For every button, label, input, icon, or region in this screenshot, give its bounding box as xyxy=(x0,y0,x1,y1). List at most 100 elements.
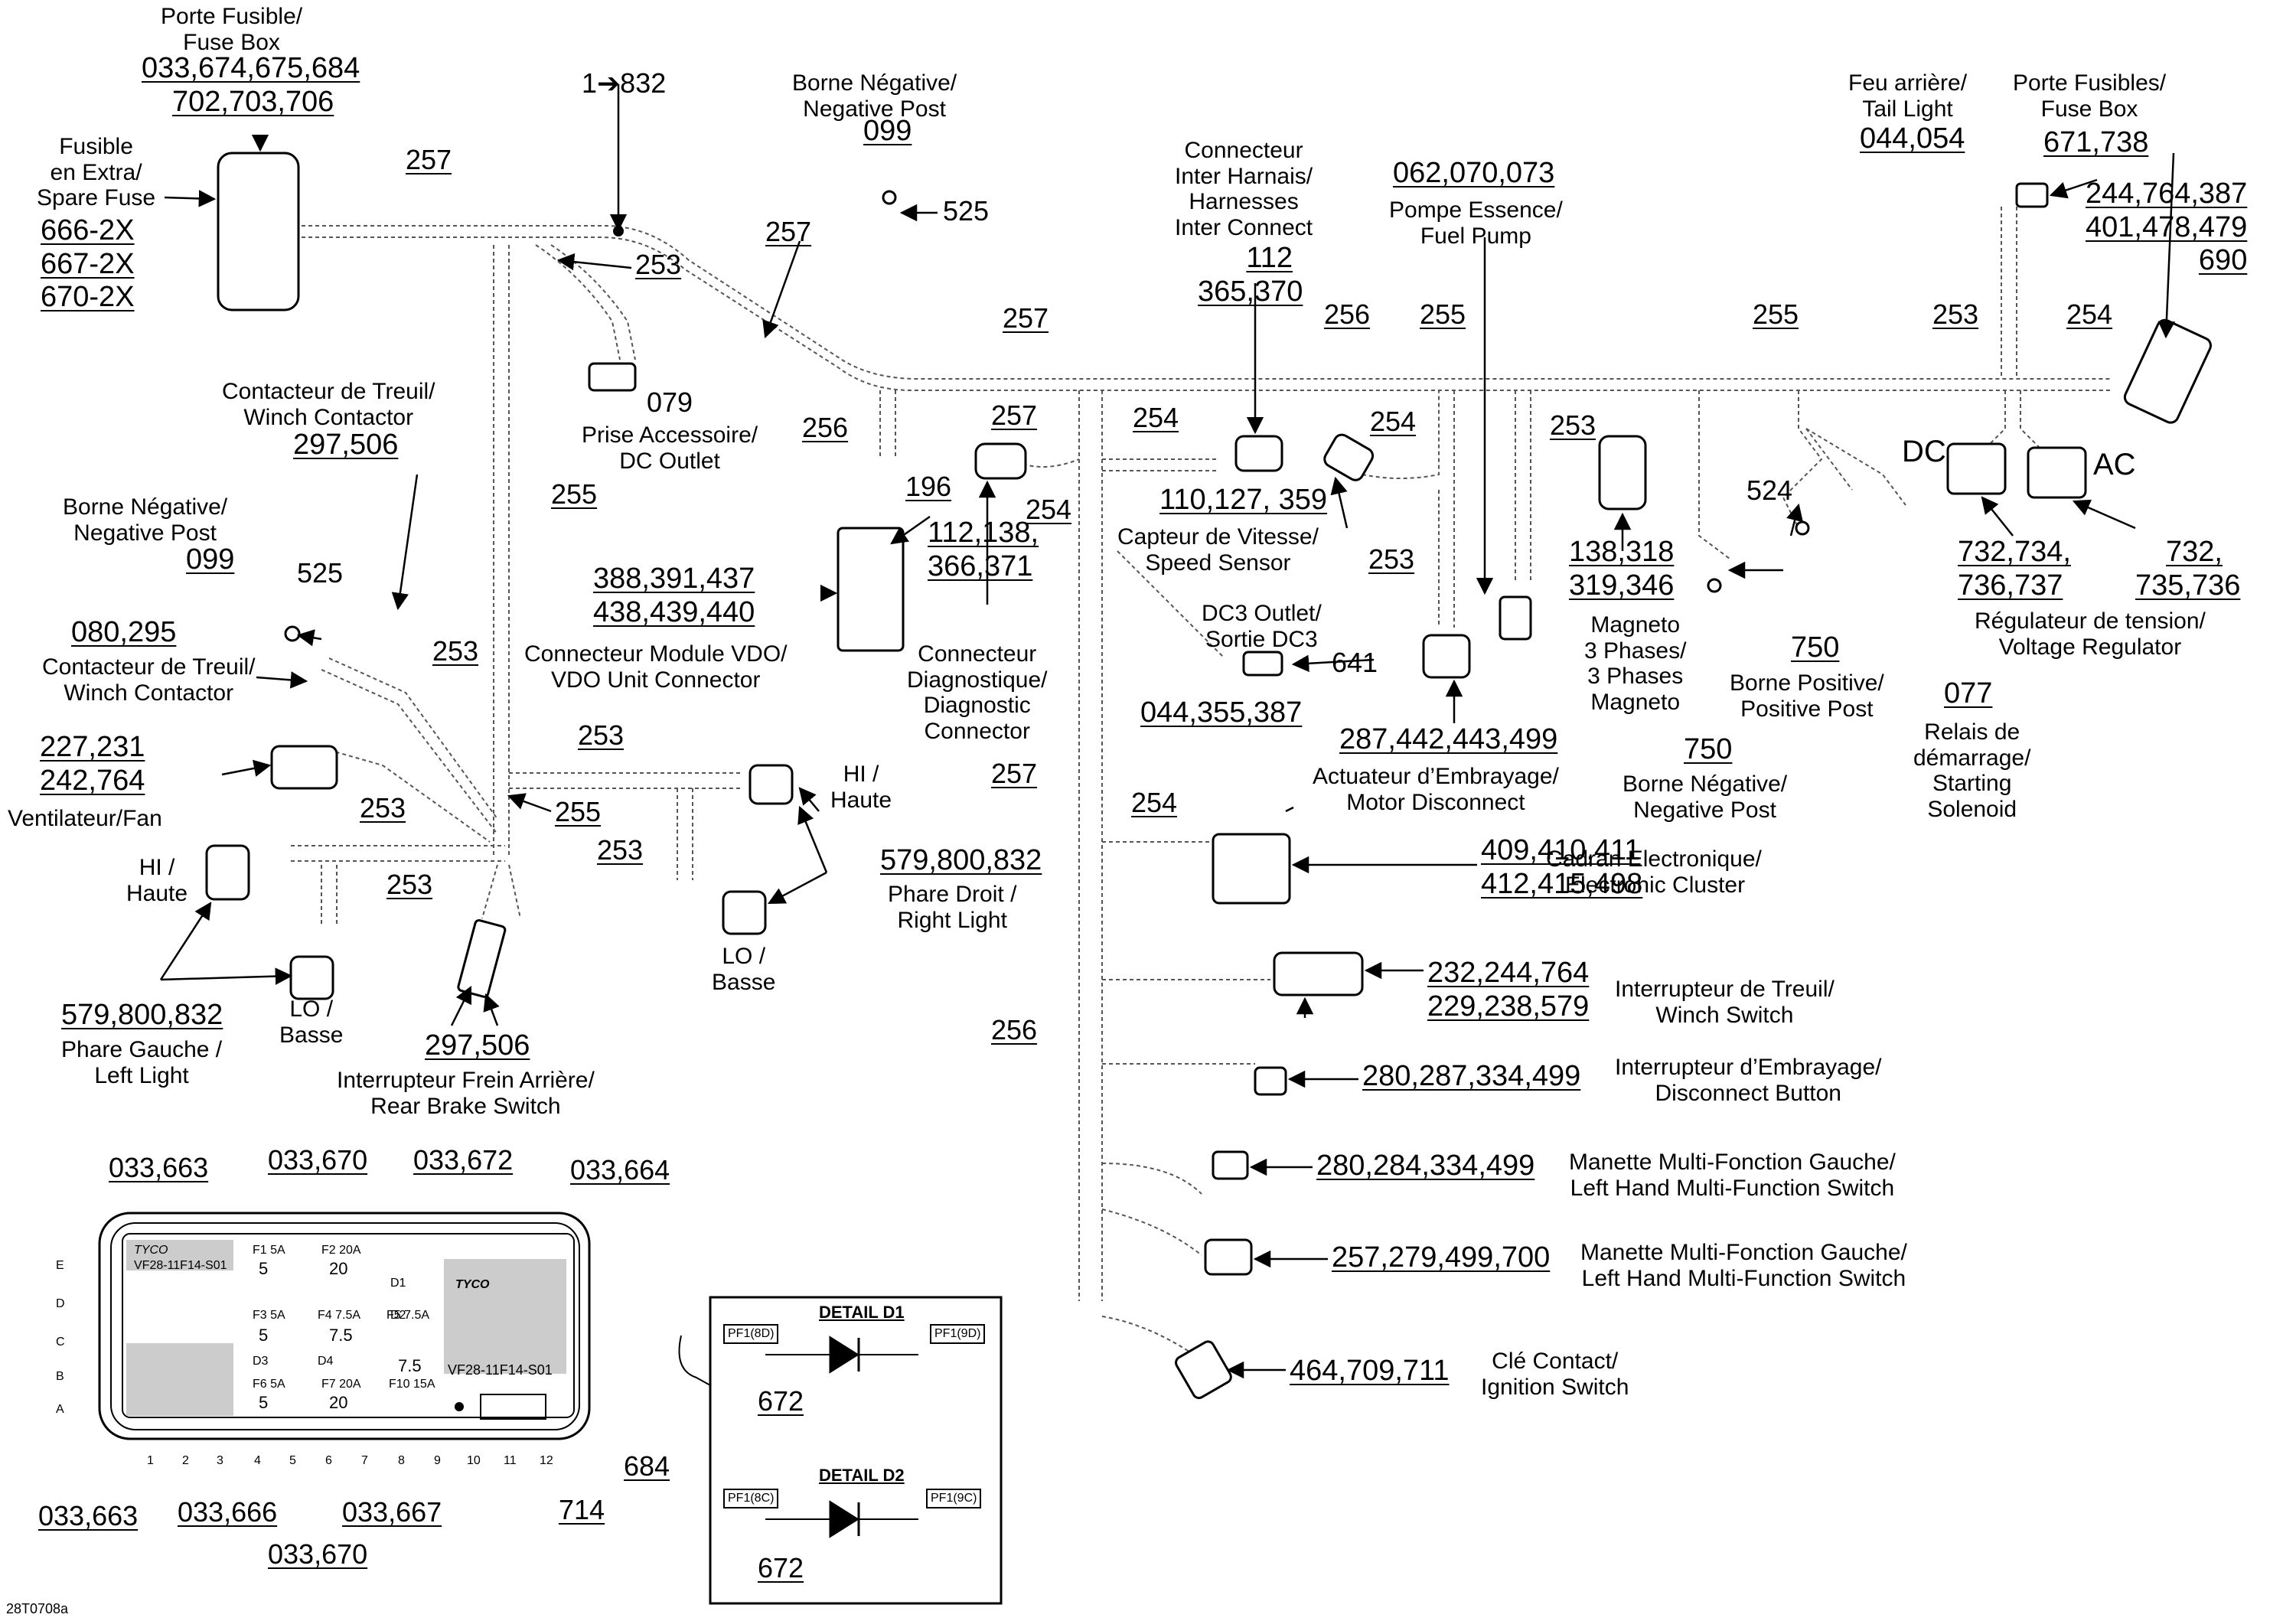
fuse-f10-id: F10 15A xyxy=(389,1378,435,1391)
hi-right-label: HI / Haute xyxy=(830,762,892,813)
wire-253: 253 xyxy=(432,635,479,667)
lo-left-2: Basse xyxy=(279,1022,344,1048)
speed-sensor-fr: Capteur de Vitesse/ xyxy=(1117,524,1319,550)
fuel-pump-nums: 062,070,073 xyxy=(1393,157,1554,191)
fuse-box-left-nums: 033,674,675,684 702,703,706 xyxy=(142,52,360,119)
wire-254: 254 xyxy=(1131,787,1178,818)
spare-fuse-fr1: Fusible xyxy=(59,134,133,159)
fuse-box-right-num: 671,738 xyxy=(2043,126,2148,160)
cluster-nums: 409,410,411 412,415,498 xyxy=(1481,834,1642,901)
left-light-label: Phare Gauche / Left Light xyxy=(61,1037,222,1088)
fuse-f1-id: F1 5A xyxy=(253,1244,285,1257)
speed-sensor-nums: 110,127, 359 xyxy=(1159,484,1327,517)
winch-contactor-top-fr: Contacteur de Treuil/ xyxy=(222,379,435,404)
winch-contactor-top-num-text: 297,506 xyxy=(293,429,399,461)
wire-253: 253 xyxy=(635,249,682,280)
solenoid-l4: Solenoid xyxy=(1927,796,2017,822)
vdo-label: Connecteur Module VDO/ VDO Unit Connecto… xyxy=(524,641,788,693)
spare-fuse-num-3: 670-2X xyxy=(41,281,135,314)
fuse-box-left-num-2: 702,703,706 xyxy=(172,85,334,118)
wire-253: 253 xyxy=(1550,409,1596,441)
wire-253: 253 xyxy=(1368,543,1415,575)
wire-525-left: 525 xyxy=(297,557,344,589)
neg-post-right-icon xyxy=(1707,578,1722,593)
dc-tag: DC xyxy=(1902,435,1946,468)
solenoid-l3: Starting xyxy=(1932,771,2012,797)
right-light-fr: Phare Droit / xyxy=(888,882,1017,907)
fuse-box-left-en: Fuse Box xyxy=(183,29,280,55)
row-D: D xyxy=(56,1297,65,1310)
cluster-fr: Cadran Electronique/ xyxy=(1546,846,1762,872)
right-light-label: Phare Droit / Right Light xyxy=(888,882,1016,933)
wire-256: 256 xyxy=(802,412,849,443)
diode-d1: D1 xyxy=(390,1277,406,1290)
diag-num-1: 112,138, xyxy=(928,517,1039,549)
spare-fuse-num-1: 666-2X xyxy=(41,214,135,246)
neg-post-left-fr: Borne Négative/ xyxy=(63,494,228,520)
detail-d1-title: DETAIL D1 xyxy=(819,1303,905,1322)
fuse-f2-val: 20 xyxy=(329,1259,348,1278)
spare-fuse-fr2: en Extra/ xyxy=(50,159,142,185)
disc-button-label: Interrupteur d’Embrayage/ Disconnect But… xyxy=(1615,1055,1882,1106)
col-6: 6 xyxy=(325,1454,332,1467)
motor-disc-num-text: 287,442,443,499 xyxy=(1339,723,1558,755)
right-light-num: 579,800,832 xyxy=(880,844,1042,878)
fuse-box-left-fr: Porte Fusible/ xyxy=(161,4,303,29)
fusebox-callout-b2: 033,670 xyxy=(268,1538,368,1570)
winch-contactor-left-num-text: 080,295 xyxy=(71,616,177,648)
fuse-f2-id: F2 20A xyxy=(321,1244,361,1257)
col-1: 1 xyxy=(147,1454,154,1467)
reg-conn-num-3: 690 xyxy=(2198,244,2248,277)
dc3-fr: Sortie DC3 xyxy=(1205,626,1318,652)
brake-switch-num-text: 297,506 xyxy=(425,1029,530,1062)
right-light-en: Right Light xyxy=(897,907,1007,933)
col-11: 11 xyxy=(504,1454,517,1467)
relay-part-code: VF28-11F14-S01 xyxy=(448,1362,553,1378)
mf-switch2-nums: 257,279,499,700 xyxy=(1332,1241,1550,1275)
hi-right-2: Haute xyxy=(830,787,892,813)
brake-switch-fr: Interrupteur Frein Arrière/ xyxy=(337,1068,595,1093)
spare-fuse-num-2: 667-2X xyxy=(41,247,135,280)
disc-button-icon xyxy=(1254,1066,1287,1096)
winch-switch-icon xyxy=(1273,951,1364,996)
col-3: 3 xyxy=(217,1454,223,1467)
winch-switch-nums: 232,244,764 229,238,579 xyxy=(1427,957,1589,1023)
fuse-f6-id: F6 5A xyxy=(253,1378,285,1391)
fuel-pump-connector-icon xyxy=(1499,595,1532,641)
wire-253: 253 xyxy=(360,792,406,824)
fusebox-callout-tr: 033,664 xyxy=(570,1154,670,1186)
disc-button-en: Disconnect Button xyxy=(1655,1080,1841,1106)
detail-d2-left: PF1(8C) xyxy=(723,1489,779,1508)
wire-254: 254 xyxy=(1370,406,1417,437)
neg-post-top-fr: Borne Négative/ xyxy=(792,70,957,96)
regulator-fr: Régulateur de tension/ xyxy=(1975,608,2206,634)
inter-connect-l2: Inter Harnais/ xyxy=(1175,163,1313,189)
pos-post-en: Positive Post xyxy=(1740,696,1874,722)
wire-253: 253 xyxy=(578,719,625,751)
vdo-fr: Connecteur Module VDO/ xyxy=(524,641,788,667)
dc-outlet-fr: Prise Accessoire/ xyxy=(582,422,758,448)
wire-253: 253 xyxy=(597,834,644,866)
reg-conn-num-1: 244,764,387 xyxy=(2086,178,2248,210)
diag-nums: 112,138, 366,371 xyxy=(928,517,1039,583)
magneto-label: Magneto 3 Phases/ 3 Phases Magneto xyxy=(1584,612,1686,715)
neg-post-top-num: 099 xyxy=(863,115,912,148)
wire-256: 256 xyxy=(1324,298,1371,330)
fuse-f4-id: F4 7.5A xyxy=(318,1309,361,1322)
ignition-num-text: 464,709,711 xyxy=(1290,1355,1450,1387)
motor-disc-label: Actuateur d’Embrayage/ Motor Disconnect xyxy=(1313,764,1559,815)
reg-ac-num-2: 735,736 xyxy=(2135,569,2241,602)
pos-post-num-text: 750 xyxy=(1791,631,1840,664)
tail-light-num: 044,054 xyxy=(1860,122,1965,156)
row-C: C xyxy=(56,1336,65,1349)
mf-switch1-label: Manette Multi-Fonction Gauche/ Left Hand… xyxy=(1569,1150,1896,1201)
vdo-num-1: 388,391,437 xyxy=(593,563,755,595)
neg-post-right-num: 750 xyxy=(1684,733,1732,767)
reg-conn-num-2: 401,478,479 xyxy=(2086,210,2248,243)
fuse-box-right-icon xyxy=(2123,318,2213,424)
magneto-l1: Magneto xyxy=(1590,612,1681,638)
pos-post-icon xyxy=(1795,520,1810,536)
block-code-1: TYCO xyxy=(134,1244,168,1257)
mf-switch2-icon xyxy=(1204,1238,1253,1276)
